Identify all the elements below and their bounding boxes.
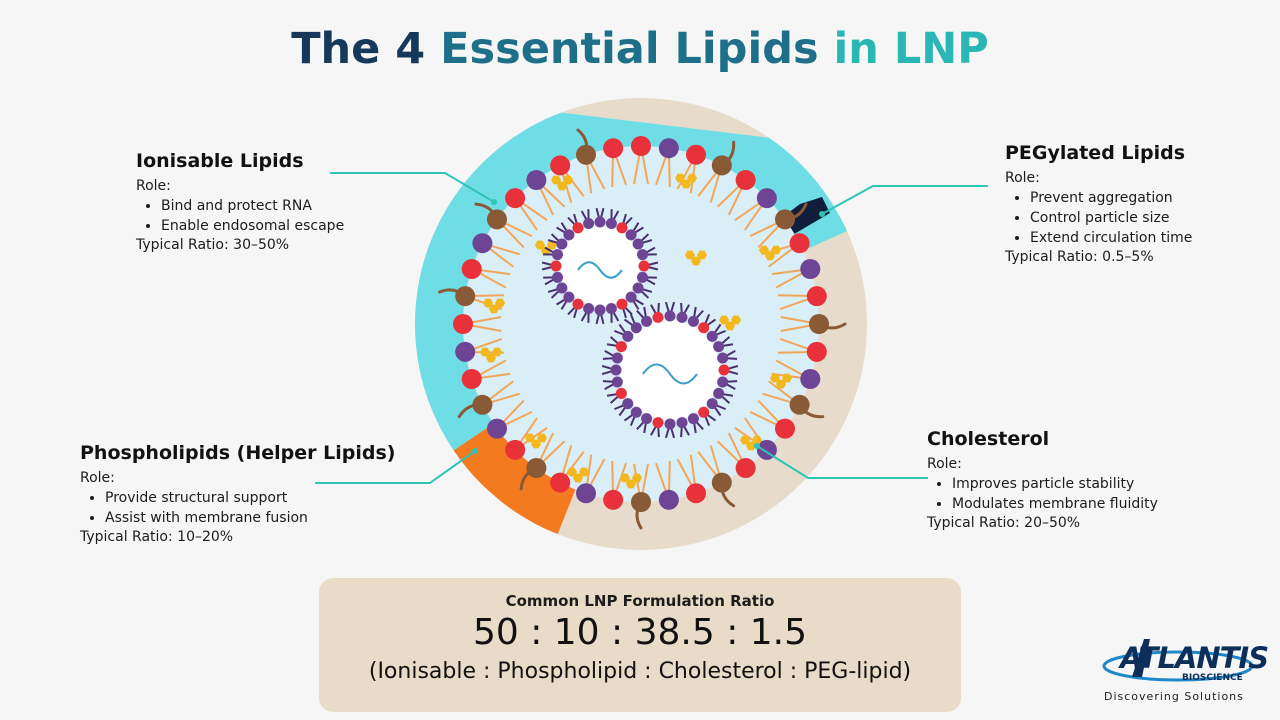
- list-item: Modulates membrane fluidity: [952, 494, 1158, 514]
- lipid-molecule: [505, 188, 548, 231]
- lipid-molecule: [550, 445, 585, 493]
- lipid-molecule: [749, 399, 796, 439]
- outer-lipid-shell: [438, 128, 847, 530]
- cholesterol-molecule: [675, 173, 697, 189]
- cholesterol-role-label: Role:: [927, 456, 962, 472]
- cholesterol-connector: [756, 445, 928, 479]
- cholesterol-molecule: [685, 250, 707, 266]
- rna-strand: [577, 261, 623, 279]
- cholesterol-molecule: [480, 347, 502, 363]
- phospholipids-role-list: Provide structural support Assist with m…: [80, 488, 395, 528]
- lipid-molecule: [457, 380, 520, 419]
- rna-strand: [642, 363, 698, 385]
- pegylated-ratio: Typical Ratio: 0.5–5%: [1005, 249, 1154, 265]
- lipid-molecule: [631, 463, 651, 530]
- rna-micelles: [541, 207, 739, 439]
- lipid-molecule: [526, 169, 566, 216]
- lipid-molecule: [697, 445, 736, 508]
- lipid-molecule: [461, 258, 511, 289]
- pegylated-role-list: Prevent aggregation Control particle siz…: [1005, 188, 1192, 248]
- list-item: Bind and protect RNA: [161, 196, 344, 216]
- lipid-molecule: [762, 380, 825, 419]
- cholesterol-molecule: [567, 467, 589, 483]
- list-item: Control particle size: [1030, 208, 1192, 228]
- lipid-molecule: [749, 202, 808, 249]
- logo-name: ATLANTIS: [1120, 641, 1269, 675]
- cholesterol-molecule: [525, 433, 547, 449]
- formulation-title: Common LNP Formulation Ratio: [505, 592, 775, 610]
- lipid-molecule: [771, 258, 821, 289]
- page-title: The 4 Essential Lipids in LNP: [291, 24, 989, 74]
- logo-tagline: Discovering Solutions: [1104, 690, 1244, 703]
- cholesterol-molecule: [620, 473, 642, 489]
- lipid-molecule: [603, 138, 627, 188]
- phospholipid-connector: [315, 450, 476, 484]
- lipid-molecule: [519, 432, 566, 491]
- pegylated-role-label: Role:: [1005, 170, 1040, 186]
- lipid-molecule: [631, 136, 651, 185]
- pegylated-lipids-info: PEGylated Lipids Role: Prevent aggregati…: [1005, 142, 1192, 265]
- lipid-molecule: [716, 432, 756, 479]
- lipid-molecule: [472, 233, 520, 268]
- cholesterol-molecule: [759, 245, 781, 261]
- ionisable-connector: [330, 172, 495, 203]
- ionisable-heading: Ionisable Lipids: [136, 150, 304, 172]
- atlantis-logo: ATLANTIS BIOSCIENCE Discovering Solution…: [1098, 633, 1269, 708]
- ionisable-role-label: Role:: [136, 178, 171, 194]
- lipid-molecule: [486, 399, 533, 439]
- formulation-legend: (Ionisable : Phospholipid : Cholesterol …: [368, 659, 912, 684]
- ionisable-lipids-info: Ionisable Lipids Role: Bind and protect …: [136, 150, 344, 253]
- micelle: [541, 207, 659, 325]
- lipid-molecule: [716, 169, 756, 216]
- micelle: [601, 301, 739, 439]
- lipid-molecule: [474, 202, 533, 249]
- phospholipids-heading: Phospholipids (Helper Lipids): [80, 442, 396, 464]
- list-item: Provide structural support: [105, 488, 395, 508]
- lipid-molecule: [780, 314, 847, 334]
- list-item: Assist with membrane fusion: [105, 508, 395, 528]
- pegylated-heading: PEGylated Lipids: [1005, 142, 1186, 164]
- cholesterol-heading: Cholesterol: [927, 428, 1050, 450]
- logo-sub: BIOSCIENCE: [1182, 673, 1243, 683]
- cholesterol-ratio: Typical Ratio: 20–50%: [927, 515, 1081, 531]
- lipid-molecule: [734, 188, 777, 231]
- lipid-molecule: [676, 454, 707, 504]
- logo-swoosh-icon: [1102, 639, 1254, 682]
- list-item: Improves particle stability: [952, 474, 1158, 494]
- connector-lines: [315, 172, 988, 484]
- ionisable-role-list: Bind and protect RNA Enable endosomal es…: [136, 196, 344, 236]
- formulation-ratio-box: Common LNP Formulation Ratio 50 : 10 : 3…: [319, 578, 961, 712]
- cholesterol-molecule: [770, 373, 792, 389]
- lipid-molecule: [697, 140, 736, 203]
- lipid-molecule: [655, 460, 679, 510]
- cholesterol-role-list: Improves particle stability Modulates me…: [927, 474, 1158, 514]
- lipid-molecule: [575, 454, 606, 504]
- formulation-ratio: 50 : 10 : 38.5 : 1.5: [472, 612, 808, 653]
- ionisable-ratio: Typical Ratio: 30–50%: [136, 237, 290, 253]
- phospholipids-role-label: Role:: [80, 470, 115, 486]
- phospholipids-ratio: Typical Ratio: 10–20%: [80, 529, 234, 545]
- lipid-molecule: [575, 128, 606, 194]
- cholesterol-molecule: [551, 175, 573, 191]
- list-item: Extend circulation time: [1030, 228, 1192, 248]
- lipid-molecule: [461, 359, 511, 390]
- cholesterol-info: Cholesterol Role: Improves particle stab…: [927, 428, 1158, 531]
- lipid-molecule: [655, 138, 679, 188]
- cholesterol-molecule: [719, 315, 741, 331]
- list-item: Enable endosomal escape: [161, 216, 344, 236]
- lipid-molecule: [777, 338, 827, 362]
- lipid-molecule: [603, 460, 627, 510]
- cholesterol-molecule: [740, 435, 762, 451]
- lipid-molecule: [777, 286, 827, 310]
- list-item: Prevent aggregation: [1030, 188, 1192, 208]
- peg-connector: [821, 185, 988, 215]
- cholesterol-molecule: [483, 298, 505, 314]
- lipid-molecule: [453, 314, 502, 334]
- phospholipids-info: Phospholipids (Helper Lipids) Role: Prov…: [80, 442, 395, 545]
